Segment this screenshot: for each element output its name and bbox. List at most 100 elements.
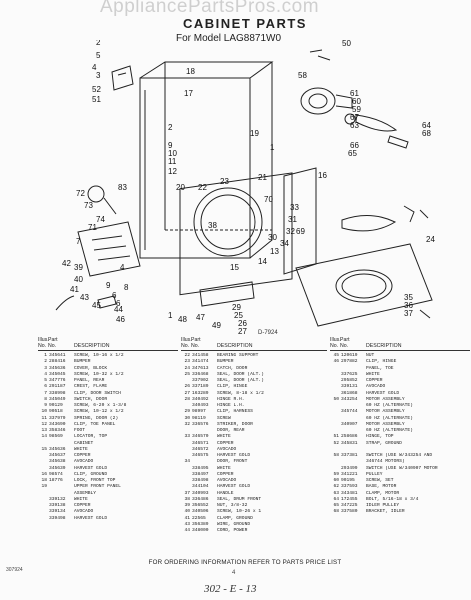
callout-label: 30 xyxy=(268,233,277,242)
callout-label: 1 xyxy=(168,311,173,320)
part-number: 341458 xyxy=(192,353,209,358)
part-description: PULLEY xyxy=(366,471,383,477)
callout-label: 40 xyxy=(74,275,83,284)
callout-label: 32 xyxy=(286,227,295,236)
callout-label: 31 xyxy=(288,215,297,224)
part-number: 338495 xyxy=(192,465,209,471)
callout-label: 37 xyxy=(404,309,413,318)
part-number: 90195 xyxy=(341,478,355,483)
part-description: CLIP, GROUND xyxy=(74,471,108,477)
part-number: 336468 xyxy=(192,371,209,377)
part-number: 346575 xyxy=(192,453,209,458)
part-number: 337381 xyxy=(341,453,358,458)
part-number: 340907 xyxy=(341,421,358,427)
callout-label: 63 xyxy=(350,121,359,130)
part-number: 295852 xyxy=(341,378,358,383)
part-description: 60 HZ (ALTERNATE) xyxy=(366,415,413,421)
part-description: BRACKET, IDLER xyxy=(366,509,405,515)
part-number: 288416 xyxy=(49,359,66,365)
illus-number: 62 xyxy=(333,484,339,490)
illus-number: 13 xyxy=(41,428,47,433)
part-number: 98569 xyxy=(49,434,63,440)
part-description: COPPER xyxy=(74,453,91,458)
part-number: 341474 xyxy=(192,359,209,365)
illus-number: 5 xyxy=(44,378,47,383)
illus-number: 51 xyxy=(333,434,339,440)
part-number: 90518 xyxy=(49,409,63,415)
callout-label: 5 xyxy=(96,51,101,60)
part-description: COPPER xyxy=(217,471,234,477)
watermark: AppliancePartsPros.com xyxy=(100,0,320,17)
part-number: 339138 xyxy=(49,503,66,508)
part-description: SCREW, 10-32 x 1/2 xyxy=(74,371,124,377)
part-description: CLIP, HARNESS xyxy=(217,409,253,415)
illus-number: 15 xyxy=(41,446,47,452)
part-number: 346572 xyxy=(192,446,209,452)
part-number: 356389 xyxy=(192,521,209,527)
illus-number: 1 xyxy=(44,353,47,358)
callout-label: 6 xyxy=(116,299,121,308)
part-number: 338497 xyxy=(192,471,209,477)
callout-label: 4 xyxy=(92,63,97,72)
part-description: 60 HZ (ALTERNATE) xyxy=(366,428,413,433)
callout-label: 15 xyxy=(230,263,239,272)
header-part-no: No. xyxy=(48,342,57,349)
callout-label: 61 xyxy=(350,89,359,98)
callout-label: 22 xyxy=(198,183,207,192)
part-number: 347613 xyxy=(192,365,209,371)
part-number: 345831 xyxy=(341,440,358,446)
model-subtitle: For Model LAG8871W0 xyxy=(176,33,282,44)
part-description: MOTOR ASSEMBLY xyxy=(366,421,405,427)
callout-label: 3 xyxy=(96,71,101,80)
callout-label: 38 xyxy=(208,221,217,230)
callout-label: 26 xyxy=(238,319,247,328)
illus-number: 39 xyxy=(184,503,190,508)
callout-label: 11 xyxy=(168,157,177,166)
part-description: BOLT, 5/16-18 x 3/4 xyxy=(366,496,419,502)
part-number: 343481 xyxy=(341,490,358,496)
table-row: 60 HZ (ALTERNATE) xyxy=(330,403,470,409)
part-number: 337189 xyxy=(192,384,209,390)
part-description: AVOCADO xyxy=(366,384,386,390)
part-description: CORD, POWER xyxy=(217,528,248,533)
figure-number: D-7924 xyxy=(258,330,278,336)
illus-number: 38 xyxy=(184,496,190,502)
part-number: 297882 xyxy=(341,359,358,365)
part-number: 340993 xyxy=(192,490,209,496)
part-number: 291187 xyxy=(49,384,66,390)
illus-number: 27 xyxy=(184,390,190,396)
callout-label: 42 xyxy=(62,259,71,268)
table-row: DOOR, REAR xyxy=(181,428,327,434)
header-description: DESCRIPTION xyxy=(217,342,253,349)
part-number: 98119 xyxy=(192,415,206,421)
callout-label: 19 xyxy=(250,129,259,138)
illus-number: 18 xyxy=(41,478,47,483)
illus-number: 32 xyxy=(184,421,190,427)
illus-number: 9 xyxy=(44,403,47,408)
part-description: BUMPER xyxy=(217,359,234,365)
part-number: 339132 xyxy=(49,496,66,502)
part-description: CLIP, HINGE xyxy=(217,384,248,390)
part-description: WHITE xyxy=(217,465,231,471)
document-id: 307924 xyxy=(6,567,23,573)
cabinet-shell xyxy=(139,61,274,259)
callout-label: 71 xyxy=(88,223,97,232)
callout-label: 9 xyxy=(168,141,173,150)
part-description: COPPER xyxy=(74,503,91,508)
part-number: 356552 xyxy=(192,503,209,508)
